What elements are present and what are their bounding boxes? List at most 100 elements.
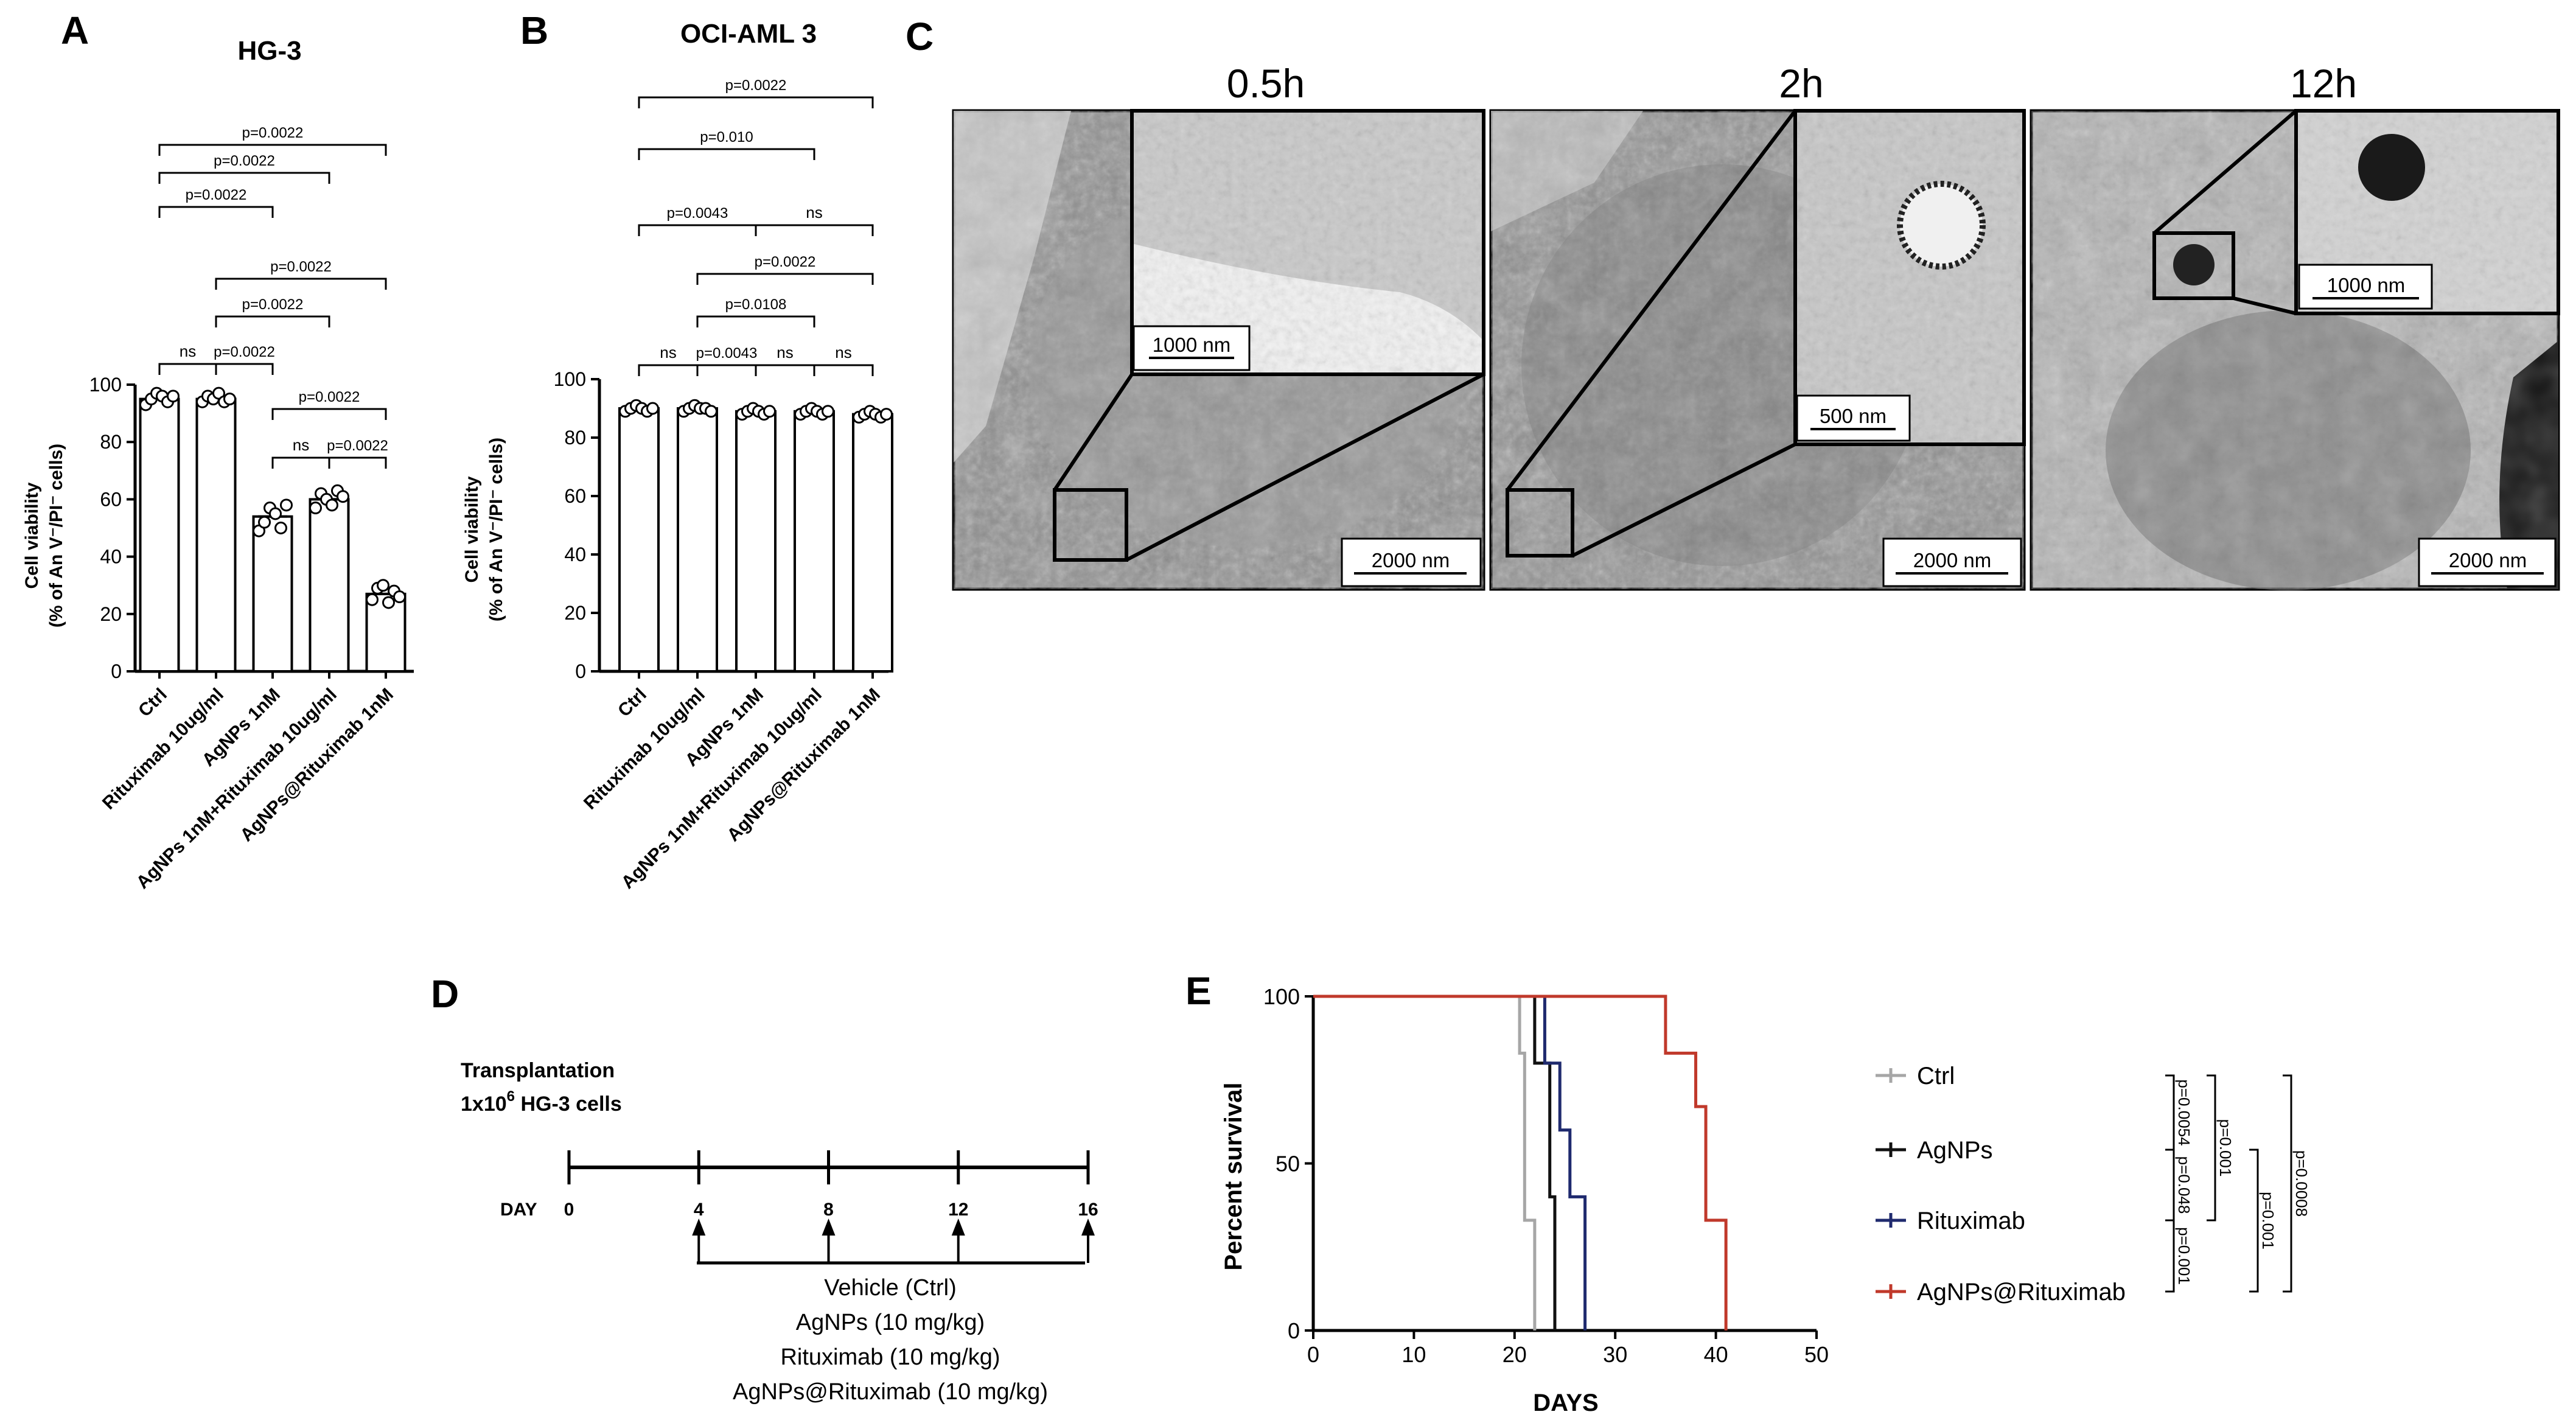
y-tick-label: 100 [89, 374, 122, 396]
significance-bracket [2249, 1149, 2259, 1293]
schedule-treatments: Vehicle (Ctrl) AgNPs (10 mg/kg) Rituxima… [733, 1275, 1048, 1405]
dose-arrow-head [951, 1218, 965, 1236]
legend-label: Rituximab [1917, 1208, 2025, 1234]
treatment-agnps-rituximab: AgNPs@Rituximab (10 mg/kg) [733, 1379, 1048, 1405]
y-axis-label-oci-aml3: Cell viability (% of An V⁻/PI⁻ cells) [462, 438, 506, 621]
category-label: AgNPs 1nM+Rituximab 10ug/ml [133, 685, 341, 893]
day-tick-label: 12 [948, 1200, 968, 1220]
bar [852, 413, 893, 673]
y-axis-label-hg3: Cell viability (% of An V⁻/PI⁻ cells) [22, 444, 66, 628]
significance-bracket [158, 172, 330, 184]
survival-curve-ctrl [1313, 995, 1537, 1330]
significance-bracket [2207, 1074, 2216, 1222]
y-tick-label: 100 [554, 368, 586, 390]
panel-letter-d: D [431, 972, 459, 1016]
tem-image-0-5h: 0.5h 1000 nm 2000 nm [952, 61, 1485, 591]
survival-curve-agnps-rituximab [1313, 995, 1728, 1330]
data-point [326, 498, 338, 512]
significance-label: p=0.0022 [214, 153, 275, 169]
significance-label: p=0.0108 [725, 296, 787, 313]
significance-bracket [638, 96, 874, 108]
significance-label: p=0.0022 [725, 77, 787, 94]
significance-label: p=0.010 [700, 129, 753, 145]
significance-bracket [215, 363, 274, 375]
bar [618, 407, 660, 673]
bar [794, 410, 835, 673]
data-point [280, 498, 293, 512]
significance-bracket [696, 315, 815, 327]
significance-bracket [638, 364, 699, 376]
significance-label: p=0.0008 [2292, 1150, 2311, 1217]
legend-label: AgNPs [1917, 1137, 1993, 1164]
tem-image-2h: 2h 500 nm 2000 nm [1489, 61, 2026, 591]
tem-inset: 1000 nm [2294, 109, 2560, 315]
significance-bracket [813, 364, 874, 376]
significance-label: p=0.0022 [299, 389, 360, 405]
data-point [382, 596, 395, 609]
significance-label: ns [835, 343, 851, 362]
scale-bar-inset: 500 nm [1820, 405, 1887, 427]
y-axis-label-line2: (% of An V⁻/PI⁻ cells) [46, 444, 66, 628]
bar [252, 515, 293, 673]
panel-letter-c: C [906, 15, 934, 58]
bar [677, 407, 718, 673]
scale-bar-inset: 1000 nm [2327, 274, 2405, 296]
data-point [337, 490, 349, 503]
x-tick-label: 30 [1603, 1342, 1627, 1367]
significance-bracket [638, 148, 815, 160]
dose-arrow-head [1081, 1218, 1095, 1236]
legend-label: AgNPs@Rituximab [1917, 1279, 2126, 1306]
data-point [393, 590, 406, 604]
data-point [646, 402, 659, 415]
significance-bracket [158, 144, 387, 156]
day-tick-label: 0 [564, 1200, 574, 1220]
data-point [705, 405, 717, 418]
data-point [223, 393, 236, 406]
y-tick-label: 20 [100, 603, 122, 625]
day-tick-label: 16 [1078, 1200, 1098, 1220]
significance-bracket [755, 224, 874, 236]
scale-bar-main: 2000 nm [2449, 549, 2527, 572]
bar [139, 397, 180, 673]
bar [735, 410, 777, 673]
tem-time-label: 12h [2290, 61, 2357, 106]
scale-bar-main: 2000 nm [1372, 549, 1450, 572]
schedule-arrows [692, 1218, 1095, 1263]
significance-bracket [638, 224, 757, 236]
significance-bracket [2165, 1219, 2175, 1293]
schedule-title-line1: Transplantation [461, 1059, 615, 1082]
treatment-rituximab: Rituximab (10 mg/kg) [780, 1344, 1000, 1370]
y-tick-label: 80 [100, 431, 122, 453]
data-point [763, 405, 776, 418]
survival-curve-rituximab [1313, 995, 1587, 1330]
y-axis-label-line1: Cell viability [462, 476, 482, 582]
schedule-title-prefix: 1x10 [461, 1093, 507, 1116]
day-tick-label: 8 [823, 1200, 834, 1220]
tem-inset: 1000 nm [1130, 109, 1485, 376]
significance-label: p=0.001 [2259, 1192, 2277, 1250]
data-point [377, 579, 389, 592]
significance-label: p=0.0043 [667, 205, 728, 222]
data-point [274, 522, 287, 534]
x-tick-label: 50 [1804, 1342, 1829, 1367]
data-point [167, 390, 180, 403]
x-axis-label-days: DAYS [1533, 1390, 1598, 1416]
significance-label: ns [660, 343, 676, 362]
significance-bracket [215, 315, 330, 327]
y-axis-label-survival: Percent survival [1220, 1082, 1247, 1270]
treatment-agnps: AgNPs (10 mg/kg) [796, 1310, 985, 1335]
significance-bracket [328, 456, 387, 469]
y-axis-label-line1: Cell viability [22, 482, 42, 589]
schedule-title-suffix: HG-3 cells [515, 1093, 622, 1116]
significance-label: ns [180, 342, 196, 360]
dose-arrow-head [692, 1218, 706, 1236]
dose-arrow-head [822, 1218, 836, 1236]
legend-label: Ctrl [1917, 1063, 1955, 1089]
schedule-axis-label: DAY [500, 1200, 537, 1220]
significance-label: ns [777, 343, 793, 362]
y-axis-label-line2: (% of An V⁻/PI⁻ cells) [486, 438, 506, 621]
significance-label: p=0.048 [2175, 1156, 2193, 1214]
